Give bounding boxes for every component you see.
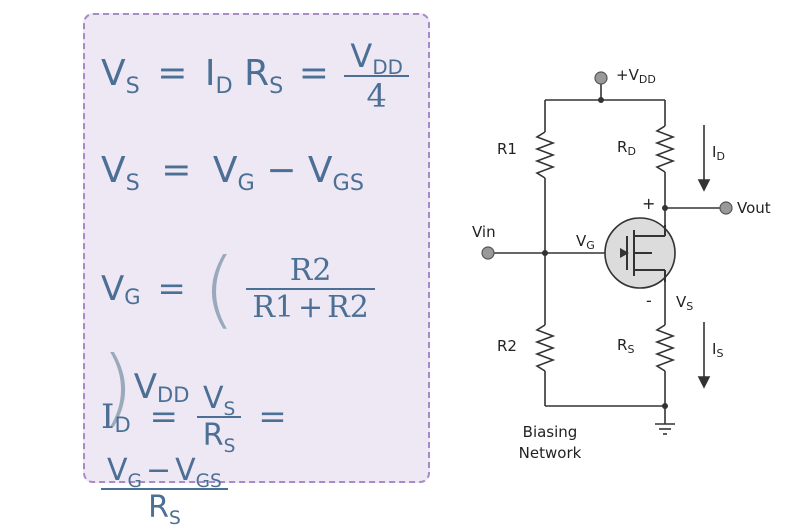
- var: V: [350, 37, 373, 75]
- subscript: S: [223, 435, 236, 457]
- rd-resistor: [654, 125, 676, 173]
- den-term: R1: [252, 290, 295, 325]
- var: V: [107, 453, 128, 488]
- numerator: VDD: [344, 37, 408, 79]
- equals-sign: =: [149, 397, 178, 437]
- is-arrowhead-icon: [697, 376, 711, 389]
- vin-terminal: [481, 246, 495, 260]
- mosfet-bias-circuit: +VDD R1 R2 RD RS ID IS Vin Vout VG VS + …: [472, 66, 771, 462]
- var: V: [133, 367, 158, 407]
- subscript: G: [124, 283, 141, 309]
- minus-sign: −: [145, 453, 172, 488]
- subscript: D: [215, 72, 233, 99]
- subscript: GS: [332, 169, 365, 196]
- var: V: [212, 150, 238, 191]
- numerator: R2: [289, 253, 332, 288]
- subscript: S: [125, 72, 140, 99]
- equals-sign: =: [298, 53, 329, 94]
- equals-sign: =: [161, 150, 192, 191]
- minus-sign: −: [266, 150, 297, 191]
- equation-vg-divider: VG = ( R2 R1+R2 )VDD: [101, 240, 428, 436]
- subscript: S: [125, 169, 140, 196]
- caption-line-2: Network: [519, 444, 582, 462]
- subscript: GS: [195, 470, 222, 492]
- vdd-terminal: [594, 71, 608, 85]
- junction-dot: [598, 97, 604, 103]
- vdd-label: +VDD: [616, 66, 656, 86]
- r2-label: R2: [497, 337, 517, 355]
- id-label: ID: [712, 143, 725, 163]
- gate-arrow-icon: [620, 248, 629, 258]
- equation-vs-id-rs: VS = ID RS = VDD 4: [101, 37, 409, 115]
- subscript: G: [127, 470, 142, 492]
- fraction: VDD 4: [344, 37, 409, 115]
- subscript: D: [114, 411, 131, 437]
- numerator: VS: [197, 381, 242, 420]
- equals-sign: =: [157, 53, 188, 94]
- equation-vs-vg-vgs: VS = VG − VGS: [101, 150, 364, 196]
- var: I: [204, 53, 216, 94]
- left-paren: (: [202, 240, 236, 338]
- denominator: RS: [196, 416, 242, 457]
- vout-terminal: [719, 201, 733, 215]
- fraction: VG−VGS RS: [101, 453, 228, 529]
- subscript: S: [168, 507, 181, 529]
- equals-sign: =: [157, 269, 186, 309]
- plus-label: +: [642, 194, 655, 213]
- vout-label: Vout: [737, 199, 771, 217]
- denominator: 4: [344, 75, 409, 115]
- denominator: R1+R2: [246, 288, 375, 325]
- ground-icon: [655, 423, 675, 435]
- den-term: R2: [327, 290, 369, 325]
- r2-resistor: [534, 324, 556, 372]
- is-label: IS: [712, 340, 723, 360]
- subscript: S: [223, 398, 236, 420]
- vs-label: VS: [676, 293, 693, 313]
- rs-resistor: [654, 324, 676, 372]
- rd-label: RD: [617, 138, 636, 158]
- fraction: R2 R1+R2: [246, 253, 375, 325]
- equation-id: ID = VS RS = VG−VGS RS: [101, 381, 428, 529]
- minus-label: -: [646, 291, 652, 310]
- var: V: [175, 453, 196, 488]
- junction-dot: [662, 205, 668, 211]
- subscript: S: [269, 72, 284, 99]
- r1-label: R1: [497, 140, 517, 158]
- var: V: [202, 381, 224, 416]
- numerator: VG−VGS: [101, 453, 228, 492]
- plus-sign: +: [298, 290, 324, 325]
- r1-resistor: [534, 131, 556, 179]
- vg-label: VG: [576, 232, 595, 252]
- denominator: RS: [101, 488, 228, 529]
- junction-dot: [662, 403, 668, 409]
- right-paren: ): [101, 338, 134, 436]
- var: R: [202, 418, 224, 453]
- subscript: DD: [157, 381, 190, 407]
- vin-label: Vin: [472, 223, 496, 241]
- id-arrowhead-icon: [697, 179, 711, 192]
- rs-label: RS: [617, 336, 634, 356]
- var: V: [307, 150, 333, 191]
- equals-sign: =: [258, 397, 287, 437]
- equations-panel: VS = ID RS = VDD 4 VS = VG − VGS VG = ( …: [83, 13, 430, 529]
- caption-line-1: Biasing: [523, 423, 578, 441]
- fraction: VS RS: [196, 381, 242, 457]
- var: R: [244, 53, 270, 94]
- var: V: [101, 150, 126, 191]
- var: I: [101, 397, 115, 437]
- subscript: G: [237, 169, 255, 196]
- var: V: [101, 53, 126, 94]
- var: V: [101, 269, 125, 309]
- junction-dot: [542, 250, 548, 256]
- subscript: DD: [372, 55, 403, 79]
